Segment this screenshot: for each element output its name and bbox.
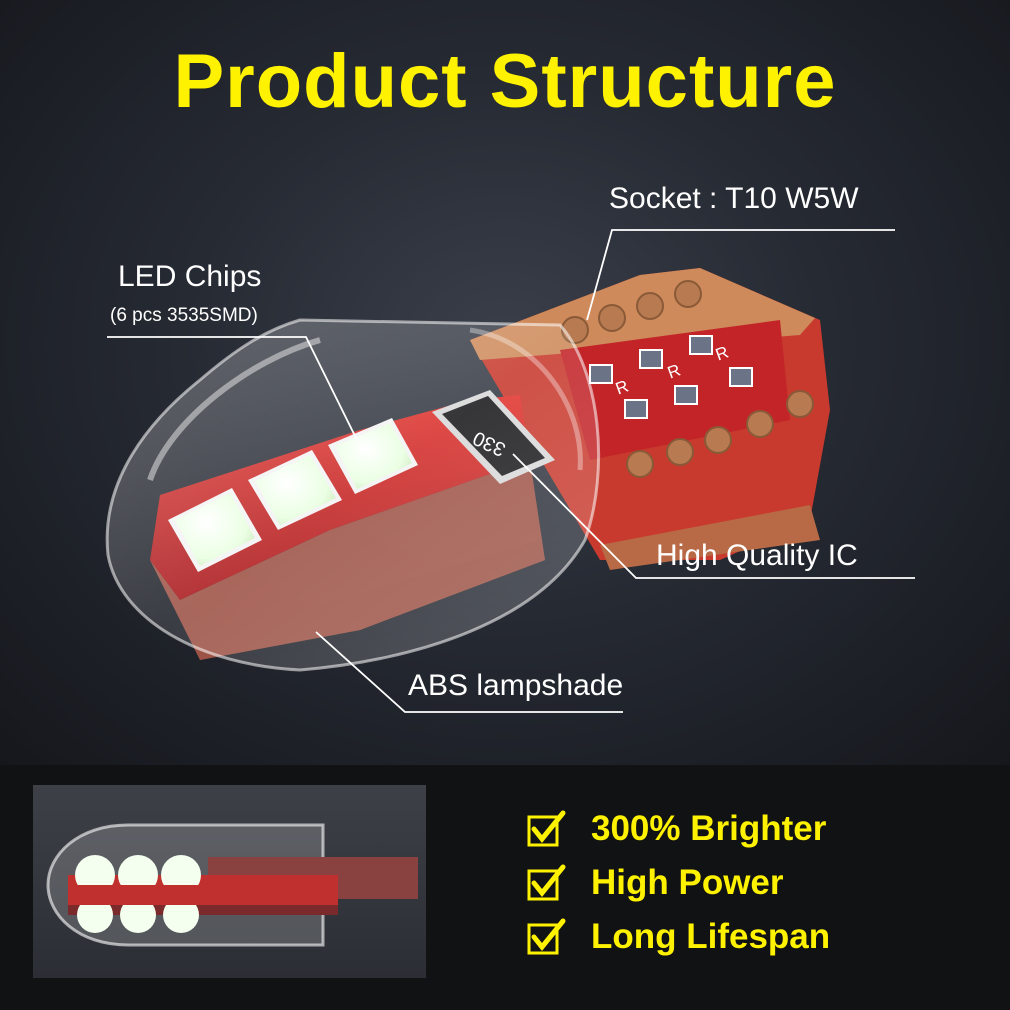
feature-item: 300% Brighter	[527, 807, 826, 851]
checkmark-icon	[527, 810, 566, 847]
socket-label: Socket : T10 W5W	[609, 182, 859, 215]
callout-lines	[107, 229, 915, 713]
bulb-illustration: 330	[105, 229, 915, 713]
led-chips-label: LED Chips	[118, 260, 262, 293]
abs-lampshade	[105, 318, 601, 672]
socket-callout-line	[586, 229, 895, 321]
feature-label: 300% Brighter	[591, 809, 827, 848]
page-title: Product Structure	[173, 39, 837, 124]
feature-item: High Power	[527, 861, 784, 905]
lampshade-callout-line	[315, 631, 623, 713]
ic-label: High Quality IC	[656, 539, 858, 572]
feature-item: Long Lifespan	[527, 915, 830, 959]
lampshade-label: ABS lampshade	[408, 669, 624, 702]
led-chips-detail: (6 pcs 3535SMD)	[110, 305, 258, 326]
bulb-side-view-image	[33, 785, 426, 978]
feature-label: Long Lifespan	[591, 917, 831, 956]
checkmark-icon	[527, 864, 566, 901]
feature-label: High Power	[591, 863, 784, 902]
led-callout-line	[107, 336, 358, 441]
ic-callout-line	[512, 453, 915, 579]
product-diagram-panel: Product Structure	[0, 0, 1010, 765]
checkmark-icon	[527, 918, 566, 955]
